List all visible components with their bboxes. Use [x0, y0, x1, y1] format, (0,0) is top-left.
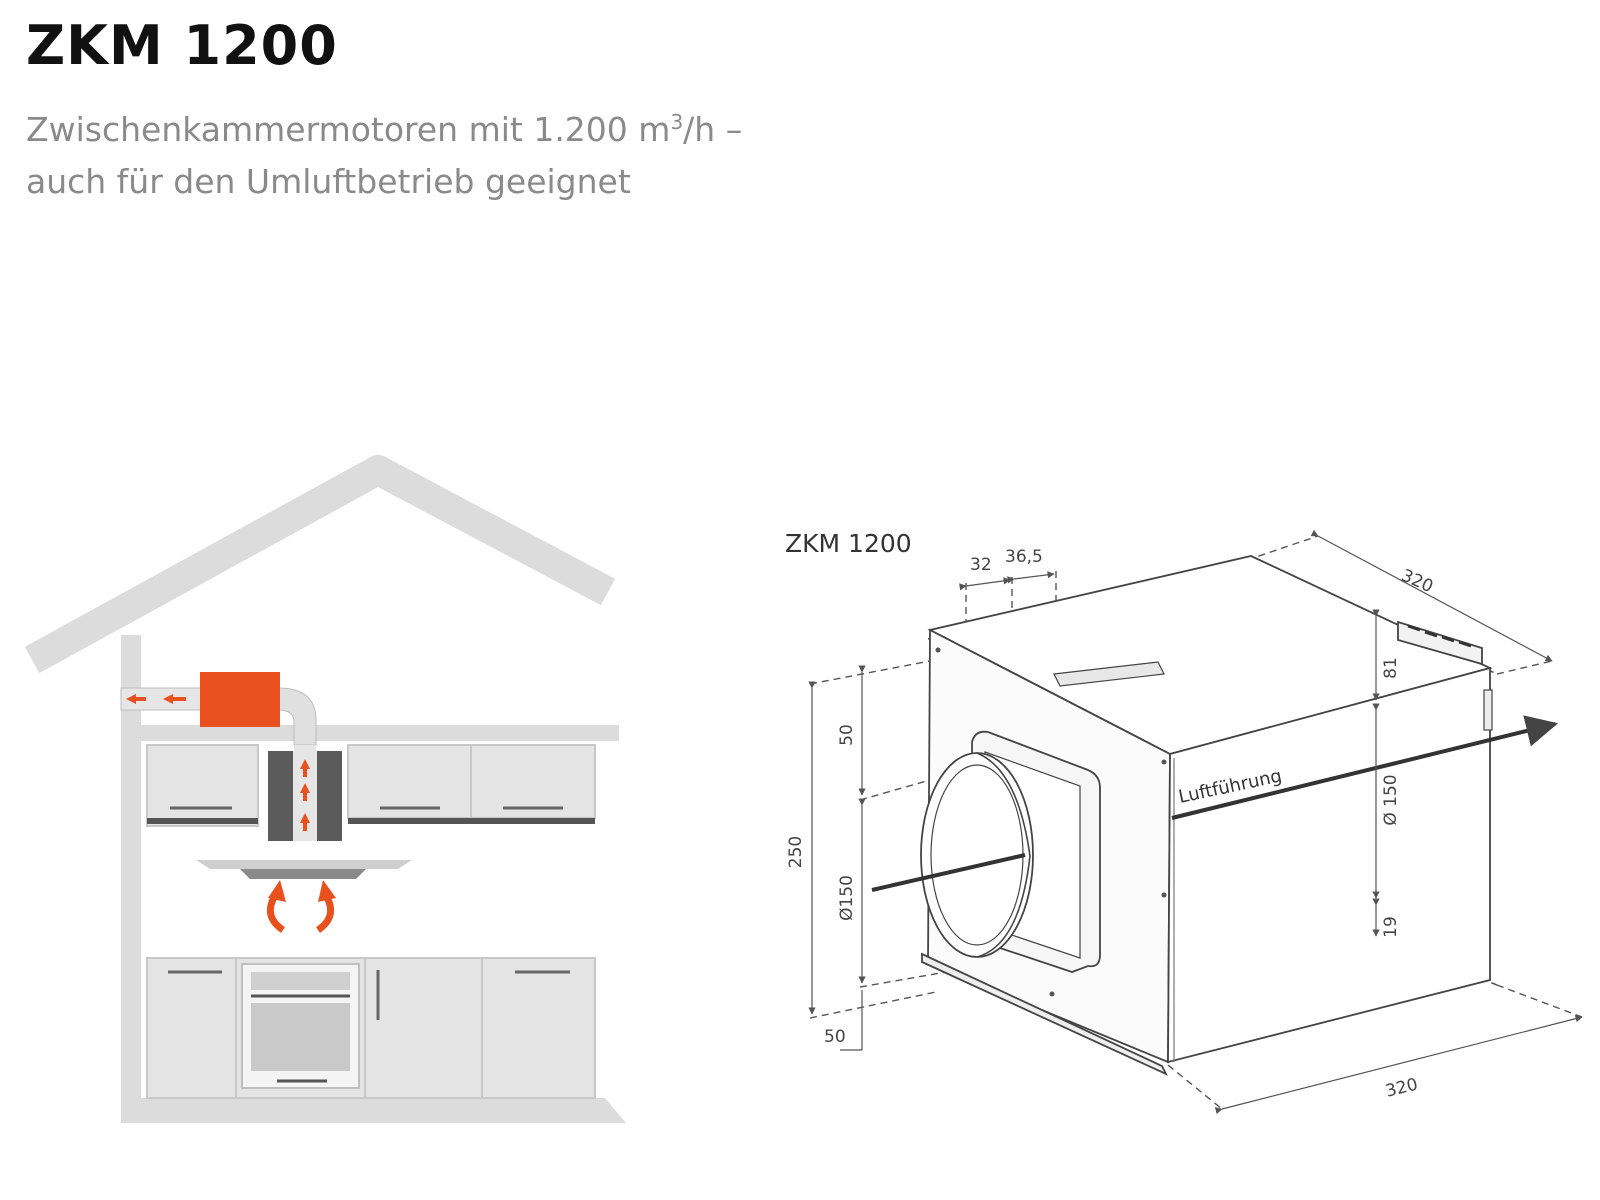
airflow-arrow-icon [871, 715, 1559, 892]
subtitle-text-b: /h – [683, 110, 743, 149]
subtitle-text-a: Zwischenkammermotoren mit 1.200 m [26, 110, 671, 149]
page-subtitle: Zwischenkammermotoren mit 1.200 m3/h – a… [26, 96, 742, 208]
dimension-lines [808, 529, 1583, 1115]
subtitle-superscript: 3 [670, 110, 684, 134]
dim-outlet-top-offset: 81 [1381, 657, 1401, 679]
dim-outlet-bottom-offset: 19 [1381, 916, 1401, 938]
dim-height: 250 [786, 836, 806, 868]
dim-flange-offset-b: 36,5 [1005, 547, 1043, 567]
subtitle-line-1: Zwischenkammermotoren mit 1.200 m3/h – [26, 110, 742, 149]
installation-diagram [24, 455, 626, 1123]
page-title: ZKM 1200 [26, 14, 338, 77]
dim-bottom-width: 320 [1384, 1075, 1420, 1102]
inlet-flange [920, 730, 1101, 973]
dim-top-offset-left: 50 [837, 724, 857, 746]
technical-drawing: ZKM 1200 [785, 529, 1583, 1115]
motor-box-icon [200, 672, 280, 727]
house-outline-icon [24, 455, 626, 1123]
subtitle-line-2: auch für den Umluftbetrieb geeignet [26, 162, 631, 201]
dim-top-width: 320 [1398, 566, 1436, 597]
airflow-arrow-icon [126, 694, 186, 704]
kitchen-cabinet-icon [146, 744, 596, 1099]
dim-inlet-diameter: Ø150 [837, 875, 857, 921]
dim-bottom-offset-left: 50 [824, 1027, 846, 1047]
oven-icon [241, 963, 360, 1089]
dim-outlet-diameter: Ø 150 [1381, 774, 1401, 825]
dim-flange-offset-a: 32 [970, 555, 992, 575]
airflow-arrow-icon [266, 759, 336, 933]
drawing-label: ZKM 1200 [785, 529, 912, 558]
